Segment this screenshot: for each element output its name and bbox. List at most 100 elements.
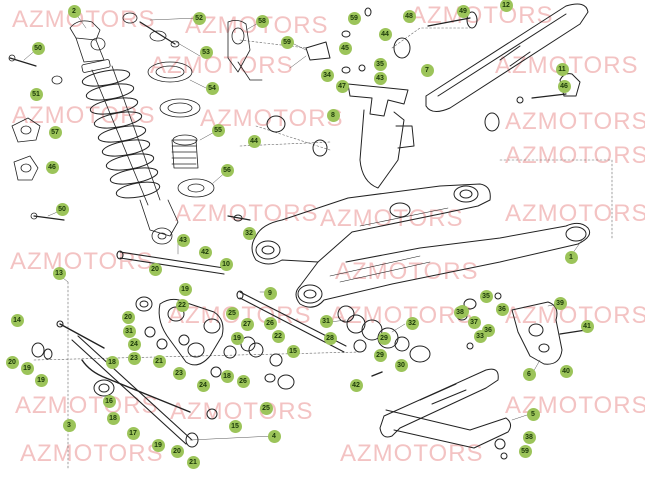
part-callout: 46 bbox=[45, 160, 59, 174]
part-callout: 38 bbox=[453, 305, 467, 319]
part-callout: 31 bbox=[319, 314, 333, 328]
part-callout: 32 bbox=[405, 316, 419, 330]
part-callout: 50 bbox=[55, 202, 69, 216]
center-bracket bbox=[266, 7, 415, 189]
pivot-shafts bbox=[56, 250, 347, 445]
part-callout: 26 bbox=[236, 374, 250, 388]
part-callout: 43 bbox=[373, 71, 387, 85]
pivot-bearings bbox=[337, 292, 502, 377]
part-callout: 42 bbox=[198, 245, 212, 259]
watermark: AZMOTORS bbox=[10, 248, 154, 275]
watermark: AZMOTORS bbox=[185, 12, 329, 40]
watermark: AZMOTORS bbox=[320, 205, 464, 232]
part-callout: 40 bbox=[559, 364, 573, 378]
part-callout: 54 bbox=[205, 81, 219, 95]
part-callout: 30 bbox=[394, 358, 408, 372]
part-callout: 24 bbox=[127, 337, 141, 351]
part-callout: 13 bbox=[52, 266, 66, 280]
part-callout: 8 bbox=[326, 108, 340, 122]
part-callout: 19 bbox=[20, 361, 34, 375]
part-callout: 22 bbox=[271, 329, 285, 343]
part-callout: 23 bbox=[172, 366, 186, 380]
part-callout: 1 bbox=[564, 250, 578, 264]
part-callout: 26 bbox=[263, 316, 277, 330]
part-callout: 18 bbox=[105, 355, 119, 369]
part-callout: 50 bbox=[31, 41, 45, 55]
part-callout: 19 bbox=[178, 282, 192, 296]
part-callout: 19 bbox=[151, 438, 165, 452]
part-callout: 52 bbox=[192, 11, 206, 25]
part-callout: 19 bbox=[230, 331, 244, 345]
watermark: AZMOTORS bbox=[150, 52, 294, 79]
part-callout: 29 bbox=[373, 348, 387, 362]
part-callout: 58 bbox=[255, 14, 269, 28]
part-callout: 18 bbox=[106, 411, 120, 425]
part-callout: 45 bbox=[338, 41, 352, 55]
part-callout: 59 bbox=[280, 35, 294, 49]
part-callout: 3 bbox=[62, 418, 76, 432]
part-callout: 48 bbox=[402, 9, 416, 23]
part-callout: 11 bbox=[555, 62, 569, 76]
rear-shock-absorber bbox=[69, 20, 179, 245]
part-callout: 41 bbox=[580, 319, 594, 333]
part-callout: 20 bbox=[5, 355, 19, 369]
part-callout: 44 bbox=[247, 134, 261, 148]
part-callout: 15 bbox=[286, 344, 300, 358]
part-callout: 56 bbox=[220, 163, 234, 177]
part-callout: 33 bbox=[473, 329, 487, 343]
part-callout: 31 bbox=[122, 324, 136, 338]
part-callout: 21 bbox=[186, 455, 200, 469]
spring-seat-parts bbox=[122, 12, 263, 198]
part-callout: 22 bbox=[175, 298, 189, 312]
part-callout: 32 bbox=[242, 226, 256, 240]
part-callout: 44 bbox=[378, 27, 392, 41]
part-callout: 12 bbox=[499, 0, 513, 12]
part-callout: 20 bbox=[121, 310, 135, 324]
part-callout: 2 bbox=[67, 4, 81, 18]
part-callout: 51 bbox=[29, 87, 43, 101]
part-callout: 7 bbox=[420, 63, 434, 77]
part-callout: 46 bbox=[557, 79, 571, 93]
part-callout: 14 bbox=[10, 313, 24, 327]
part-callout: 16 bbox=[102, 394, 116, 408]
part-callout: 49 bbox=[456, 4, 470, 18]
part-callout: 57 bbox=[48, 125, 62, 139]
swingarm bbox=[227, 183, 591, 308]
part-callout: 38 bbox=[522, 430, 536, 444]
part-callout: 4 bbox=[267, 429, 281, 443]
part-callout: 47 bbox=[335, 79, 349, 93]
part-callout: 37 bbox=[467, 315, 481, 329]
linkage-rocker bbox=[31, 296, 295, 448]
watermark: AZMOTORS bbox=[12, 6, 156, 33]
part-callout: 35 bbox=[373, 57, 387, 71]
part-callout: 21 bbox=[152, 354, 166, 368]
left-small-parts bbox=[8, 54, 65, 221]
part-callout: 27 bbox=[240, 317, 254, 331]
part-callout: 24 bbox=[196, 378, 210, 392]
part-callout: 10 bbox=[219, 257, 233, 271]
part-callout: 59 bbox=[518, 444, 532, 458]
part-callout: 42 bbox=[349, 378, 363, 392]
part-callout: 55 bbox=[211, 123, 225, 137]
watermark: AZMOTORS bbox=[505, 142, 645, 169]
assembly-guide-lines bbox=[33, 27, 613, 471]
part-callout: 18 bbox=[220, 369, 234, 383]
part-callout: 34 bbox=[320, 68, 334, 82]
part-callout: 15 bbox=[228, 419, 242, 433]
part-callout: 9 bbox=[263, 286, 277, 300]
part-callout: 5 bbox=[526, 407, 540, 421]
watermark: AZMOTORS bbox=[505, 108, 645, 135]
watermark: AZMOTORS bbox=[505, 200, 645, 227]
part-callout: 53 bbox=[199, 45, 213, 59]
chain-slider bbox=[393, 3, 589, 132]
part-callout: 25 bbox=[259, 401, 273, 415]
part-callout: 29 bbox=[377, 331, 391, 345]
part-callout: 17 bbox=[126, 426, 140, 440]
part-callout: 36 bbox=[495, 302, 509, 316]
part-callout: 43 bbox=[176, 233, 190, 247]
part-callout: 25 bbox=[225, 306, 239, 320]
watermark: AZMOTORS bbox=[20, 440, 164, 467]
part-callout: 23 bbox=[127, 351, 141, 365]
part-callout: 28 bbox=[323, 331, 337, 345]
